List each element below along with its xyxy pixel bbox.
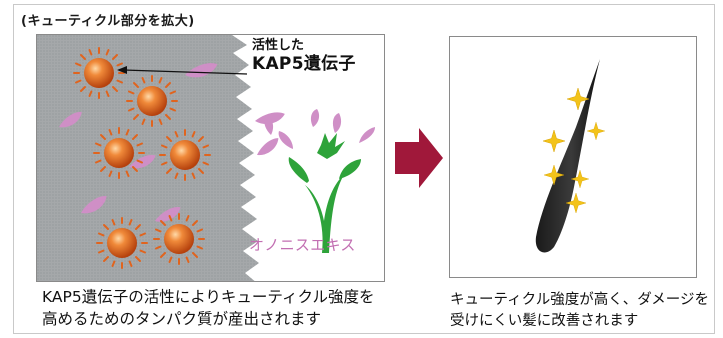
right-illustration-panel — [449, 36, 697, 278]
right-description-line-2: 受けにくい髪に改善されます — [450, 313, 639, 329]
callout-line-1: 活性した — [252, 38, 305, 53]
callout-line-2: KAP5遺伝子 — [252, 53, 356, 74]
ononis-plant — [264, 109, 375, 253]
right-arrow-icon — [395, 128, 443, 188]
figure-caption: (キューティクル部分を拡大) — [21, 14, 195, 29]
right-description: キューティクル強度が高く、ダメージを 受けにくい髪に改善されます — [450, 290, 710, 332]
left-illustration-panel — [36, 34, 385, 282]
cuticle-illustration — [37, 35, 375, 281]
plant-label: オノニスエキス — [249, 236, 356, 254]
right-description-line-1: キューティクル強度が高く、ダメージを — [450, 292, 709, 308]
activated-gene-callout: 活性した KAP5遺伝子 — [252, 38, 356, 74]
left-description-line-1: KAP5遺伝子の活性によりキューティクル強度を — [42, 288, 375, 306]
strong-hair-illustration — [535, 59, 605, 253]
left-description: KAP5遺伝子の活性によりキューティクル強度を 高めるためのタンパク質が産出され… — [42, 286, 402, 330]
hair-strand — [535, 59, 600, 253]
left-description-line-2: 高めるためのタンパク質が産出されます — [42, 310, 322, 328]
